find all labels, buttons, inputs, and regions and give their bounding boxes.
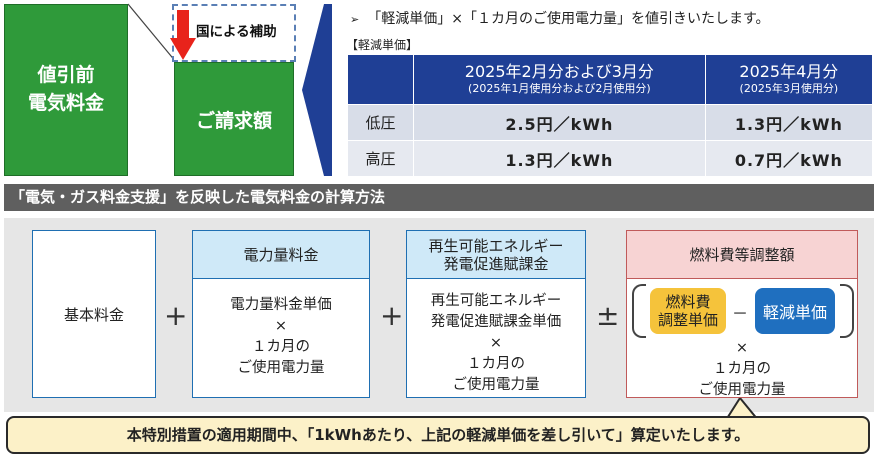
renewable-header-line1: 再生可能エネルギー	[428, 236, 564, 255]
bullet-arrow-icon: ➢	[350, 13, 360, 26]
times-operator: ×	[274, 318, 288, 335]
row-label: 低圧	[347, 104, 414, 141]
basic-charge-box: 基本料金	[32, 230, 156, 398]
usage-label: ご使用電力量	[237, 360, 325, 377]
callout-note: 本特別措置の適用期間中、「1kWhあたり、上記の軽減単価を差し引いて」算定いたし…	[6, 416, 870, 454]
row-label: 高圧	[347, 140, 414, 177]
fuel-unit-line1: 燃料費	[665, 293, 711, 311]
table-corner-cell	[347, 54, 414, 105]
reduction-unit-badge: 軽減単価	[755, 288, 835, 334]
column-usage-note: (2025年1月使用分および2月使用分)	[468, 82, 651, 96]
chevron-right-icon	[302, 4, 332, 176]
pre-discount-label-line2: 電気料金	[27, 92, 104, 114]
connector-line	[128, 3, 177, 63]
subsidy-label: 国による補助	[196, 24, 277, 40]
rate-cell: 0.7円／kWh	[704, 140, 874, 177]
renewable-surcharge-box: 再生可能エネルギー 発電促進賦課金 再生可能エネルギー 発電促進賦課金単価 × …	[406, 230, 586, 398]
billed-amount-box: ご請求額	[174, 62, 294, 176]
renewable-unit-line2: 発電促進賦課金単価	[430, 314, 562, 331]
table-row: 高圧 1.3円／kWh 0.7円／kWh	[347, 140, 874, 177]
times-operator: ×	[489, 335, 503, 352]
column-period: 2025年2月分および3月分	[464, 61, 654, 81]
plus-operator: +	[380, 299, 404, 332]
monthly-label: １カ月の	[467, 356, 525, 373]
pre-discount-bill-box: 値引前 電気料金	[4, 4, 128, 176]
energy-unit-price: 電力量料金単価	[230, 297, 332, 313]
energy-charge-body: 電力量料金単価 × １カ月の ご使用電力量	[193, 295, 369, 379]
column-usage-note: (2025年3月使用分)	[739, 82, 839, 96]
column-period: 2025年4月分	[739, 61, 839, 81]
energy-charge-header: 電力量料金	[193, 231, 369, 279]
right-bracket	[840, 284, 854, 338]
renewable-header-line2: 発電促進賦課金	[443, 254, 549, 273]
down-arrow-icon	[170, 10, 196, 60]
energy-charge-box: 電力量料金 電力量料金単価 × １カ月の ご使用電力量	[192, 230, 370, 398]
billed-amount-label: ご請求額	[195, 109, 272, 132]
fuel-adjustment-unit-badge: 燃料費 調整単価	[650, 288, 726, 334]
table-row: 低圧 2.5円／kWh 1.3円／kWh	[347, 104, 874, 141]
column-header: 2025年4月分 (2025年3月使用分)	[704, 54, 874, 105]
intro-sentence: 「軽減単価」×「１カ月のご使用電力量」を値引きいたします。	[367, 11, 770, 27]
pre-discount-label-line1: 値引前	[37, 64, 95, 87]
renewable-surcharge-header: 再生可能エネルギー 発電促進賦課金	[407, 231, 585, 279]
fuel-adjustment-header: 燃料費等調整額	[627, 231, 857, 279]
subsidy-box	[172, 4, 296, 62]
minus-operator: －	[732, 304, 749, 323]
rate-table-caption: 【軽減単価】	[346, 38, 419, 52]
rate-cell: 2.5円／kWh	[413, 104, 706, 141]
rate-cell: 1.3円／kWh	[413, 140, 706, 177]
monthly-label: １カ月の	[252, 339, 310, 356]
usage-label: ご使用電力量	[452, 377, 540, 394]
monthly-label: １カ月の	[713, 361, 771, 378]
rate-cell: 1.3円／kWh	[704, 104, 874, 141]
plus-operator: +	[164, 299, 188, 332]
basic-charge-label: 基本料金	[63, 305, 124, 324]
plus-minus-operator: ±	[596, 299, 620, 332]
reduction-rate-table: 2025年2月分および3月分 (2025年1月使用分および2月使用分) 2025…	[347, 54, 874, 177]
renewable-surcharge-body: 再生可能エネルギー 発電促進賦課金単価 × １カ月の ご使用電力量	[407, 291, 585, 396]
usage-label: ご使用電力量	[698, 382, 786, 399]
fuel-adjustment-body: × １カ月の ご使用電力量	[626, 338, 858, 401]
renewable-unit-line1: 再生可能エネルギー	[430, 293, 562, 309]
fuel-unit-line2: 調整単価	[657, 311, 718, 329]
intro-text: ➢ 「軽減単価」×「１カ月のご使用電力量」を値引きいたします。	[350, 8, 770, 28]
times-operator: ×	[735, 340, 749, 356]
left-bracket	[632, 284, 646, 338]
section-title: 「電気・ガス料金支援」を反映した電気料金の計算方法	[4, 184, 874, 211]
column-header: 2025年2月分および3月分 (2025年1月使用分および2月使用分)	[413, 54, 706, 105]
